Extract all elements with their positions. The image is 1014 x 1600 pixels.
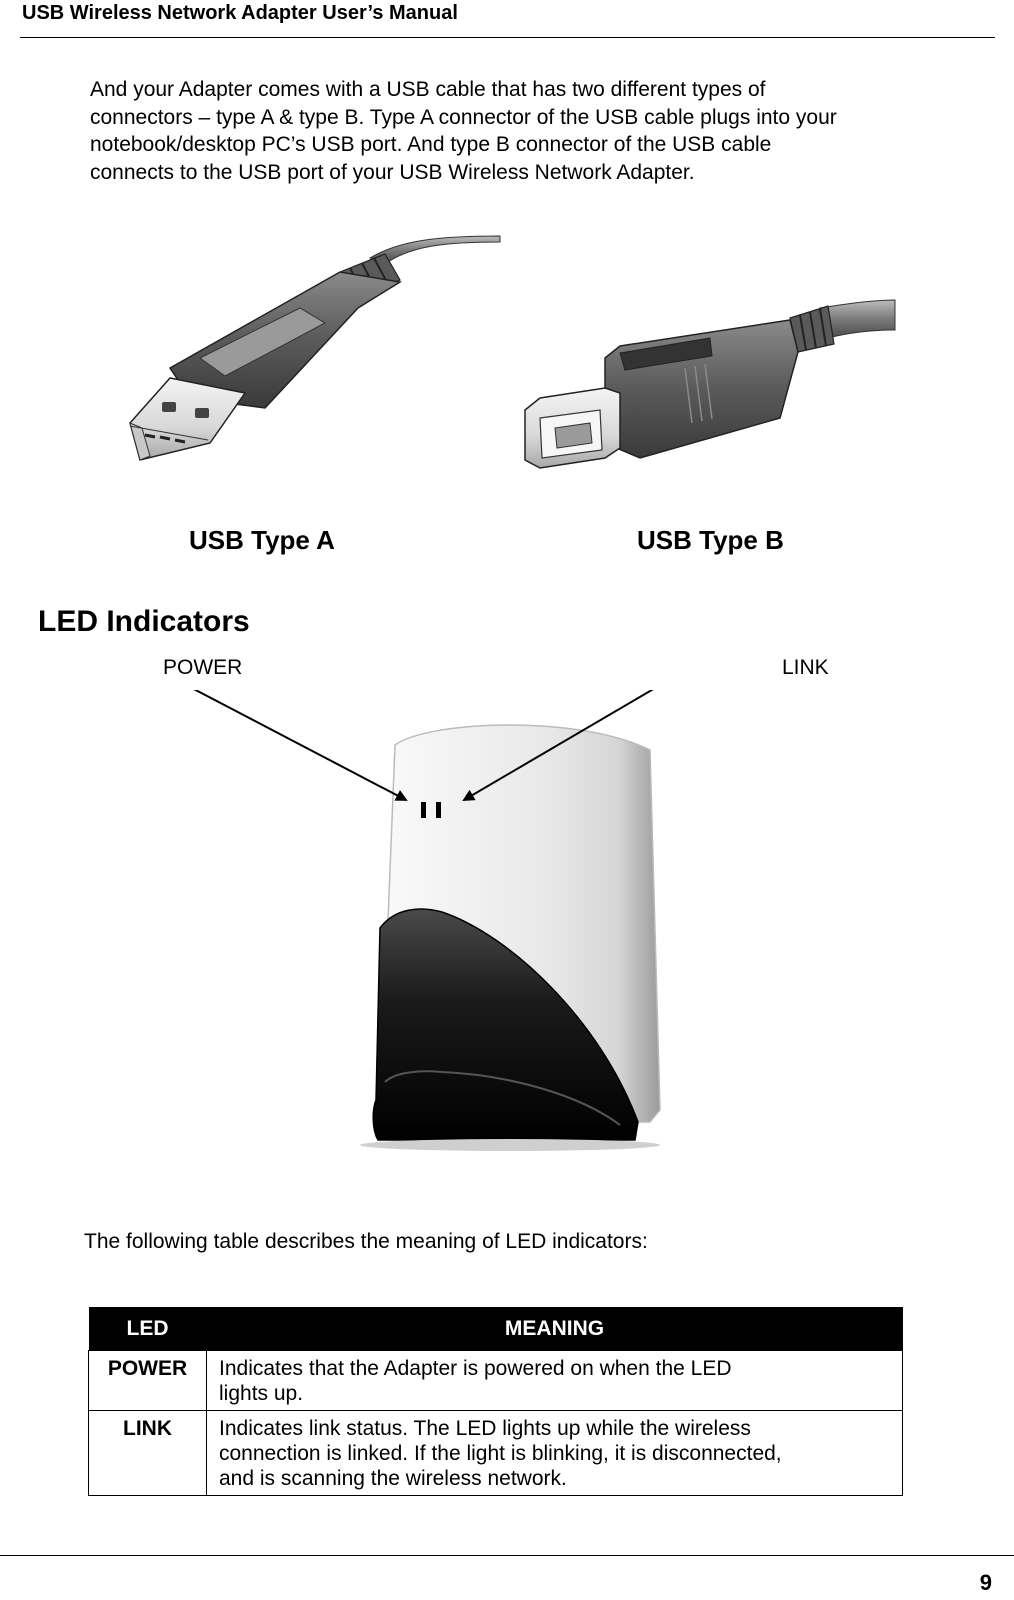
meaning-line: connection is linked. If the light is bl… (219, 1442, 782, 1465)
column-header-led: LED (88, 1307, 207, 1351)
usb-adapter-illustration (193, 690, 661, 1151)
usb-type-b-connector (524, 299, 896, 469)
table-intro-text: The following table describes the meanin… (84, 1230, 648, 1253)
link-callout-arrow (462, 690, 654, 802)
usb-type-a-connector (129, 235, 501, 461)
footer-divider (0, 1555, 1014, 1556)
column-header-meaning: MEANING (206, 1307, 903, 1351)
power-callout-arrow (193, 690, 408, 801)
intro-line: connects to the USB port of your USB Wir… (90, 160, 695, 184)
intro-line: notebook/desktop PC’s USB port. And type… (90, 133, 772, 156)
header-title: USB Wireless Network Adapter User’s Manu… (22, 2, 458, 24)
meaning-line: Indicates that the Adapter is powered on… (219, 1357, 732, 1380)
meaning-line: lights up. (219, 1382, 304, 1405)
led-name-cell: LINK (88, 1410, 207, 1496)
meaning-line: and is scanning the wireless network. (219, 1467, 567, 1490)
led-meaning-table: LED MEANING POWER Indicates that the Ada… (88, 1307, 903, 1496)
link-led (436, 802, 441, 818)
usb-type-a-caption: USB Type A (189, 525, 335, 555)
led-name-cell: POWER (88, 1350, 207, 1411)
table-row: POWER Indicates that the Adapter is powe… (88, 1350, 903, 1411)
intro-line: And your Adapter comes with a USB cable … (90, 78, 766, 101)
meaning-line: Indicates link status. The LED lights up… (219, 1417, 751, 1440)
section-heading-led-indicators: LED Indicators (38, 605, 250, 638)
led-meaning-cell: Indicates that the Adapter is powered on… (206, 1350, 903, 1411)
usb-connectors-illustration (129, 235, 896, 469)
header-divider (20, 37, 995, 38)
power-led (421, 802, 426, 818)
usb-type-b-caption: USB Type B (637, 525, 784, 555)
power-callout-label: POWER (163, 656, 243, 679)
adapter-base (372, 908, 639, 1141)
page-number: 9 (979, 1570, 992, 1595)
intro-line: connectors – type A & type B. Type A con… (90, 105, 837, 129)
led-meaning-cell: Indicates link status. The LED lights up… (206, 1410, 903, 1496)
table-header-row: LED MEANING (88, 1307, 903, 1351)
intro-paragraph: And your Adapter comes with a USB cable … (90, 76, 990, 186)
table-row: LINK Indicates link status. The LED ligh… (88, 1410, 903, 1496)
link-callout-label: LINK (782, 656, 829, 679)
